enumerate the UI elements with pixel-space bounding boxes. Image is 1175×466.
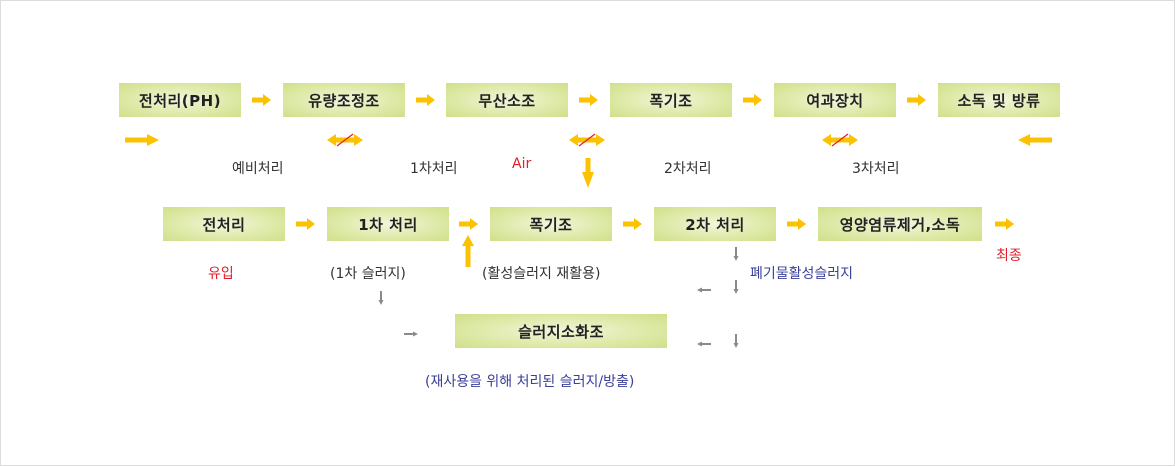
- stage-divider-arrow-icon: [568, 133, 606, 147]
- box-label: 폭기조: [529, 215, 573, 234]
- arrow-right-icon: [787, 218, 806, 230]
- stage-end-arrow-icon: [1018, 134, 1052, 146]
- stage-label-preliminary: 예비처리: [232, 161, 284, 177]
- sludge-note-label: (재사용을 위해 처리된 슬러지/방출): [425, 374, 635, 390]
- box-label: 유량조정조: [308, 91, 380, 110]
- waste-sludge-label: 폐기물활성슬러지: [750, 266, 854, 282]
- process-box-primary-treatment: 1차 처리: [327, 207, 449, 241]
- box-label: 무산소조: [478, 91, 536, 110]
- box-label: 2차 처리: [685, 215, 745, 234]
- arrow-right-icon: [995, 218, 1014, 230]
- arrow-right-icon: [907, 94, 926, 106]
- stage-label-primary: 1차처리: [410, 161, 458, 177]
- sludge-left-arrow-icon: [697, 287, 711, 293]
- box-label: 폭기조: [649, 91, 693, 110]
- process-box-filtration: 여과장치: [774, 83, 896, 117]
- box-label: 여과장치: [806, 91, 864, 110]
- stage-divider-arrow-icon: [821, 133, 859, 147]
- arrow-right-icon: [416, 94, 435, 106]
- box-label: 슬러지소화조: [518, 322, 604, 341]
- sludge-right-arrow-icon: [404, 331, 418, 337]
- box-label: 전처리(PH): [138, 91, 222, 110]
- arrow-right-icon: [743, 94, 762, 106]
- stage-divider-arrow-icon: [326, 133, 364, 147]
- box-label: 소독 및 방류: [957, 91, 1041, 110]
- process-box-secondary-treatment: 2차 처리: [654, 207, 776, 241]
- sludge-down-arrow-icon: [378, 291, 384, 305]
- air-label: Air: [512, 156, 532, 172]
- box-label: 영양염류제거,소독: [839, 215, 961, 234]
- process-box-aeration-tank: 폭기조: [610, 83, 732, 117]
- stage-start-arrow-icon: [125, 134, 159, 146]
- process-box-flow-equalization: 유량조정조: [283, 83, 405, 117]
- sludge-down-arrow-icon: [733, 334, 739, 348]
- arrow-right-icon: [252, 94, 271, 106]
- sludge-down-arrow-icon: [733, 280, 739, 294]
- process-box-aeration-tank-2: 폭기조: [490, 207, 612, 241]
- box-label: 전처리: [202, 215, 246, 234]
- arrow-right-icon: [459, 218, 478, 230]
- process-box-nutrient-removal: 영양염류제거,소독: [818, 207, 982, 241]
- arrow-right-icon: [579, 94, 598, 106]
- process-box-disinfection-discharge: 소독 및 방류: [938, 83, 1060, 117]
- air-down-arrow-icon: [582, 158, 594, 188]
- sludge-left-arrow-icon: [697, 341, 711, 347]
- return-sludge-up-arrow-icon: [462, 235, 474, 267]
- final-label: 최종: [996, 248, 1022, 264]
- box-label: 1차 처리: [358, 215, 418, 234]
- process-box-anoxic-tank: 무산소조: [446, 83, 568, 117]
- arrow-right-icon: [623, 218, 642, 230]
- primary-sludge-label: (1차 슬러지): [330, 266, 406, 282]
- sludge-down-arrow-icon: [733, 247, 739, 261]
- process-box-pretreatment: 전처리: [163, 207, 285, 241]
- stage-label-tertiary: 3차처리: [852, 161, 900, 177]
- stage-label-secondary: 2차처리: [664, 161, 712, 177]
- process-box-pretreatment-ph: 전처리(PH): [119, 83, 241, 117]
- return-sludge-label: (활성슬러지 재활용): [482, 266, 601, 282]
- process-box-sludge-digester: 슬러지소화조: [455, 314, 667, 348]
- arrow-right-icon: [296, 218, 315, 230]
- inflow-label: 유입: [208, 266, 234, 282]
